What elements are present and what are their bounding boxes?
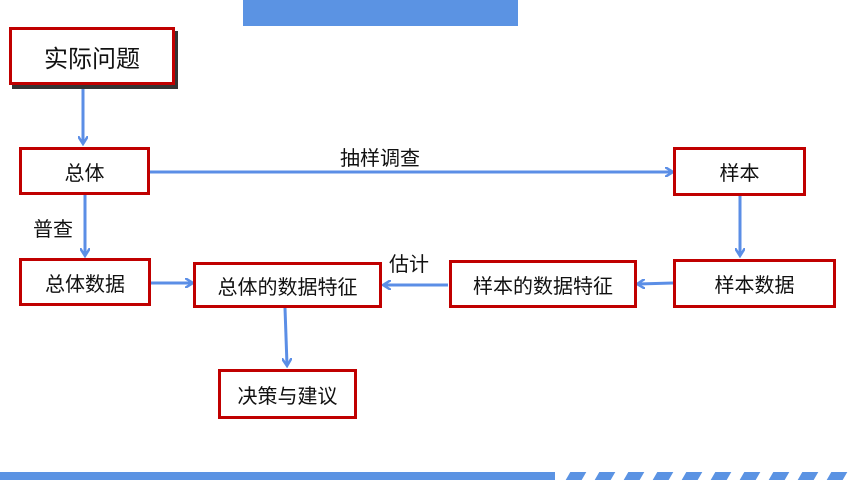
estimate-label: 估计	[389, 252, 429, 276]
population-box: 总体	[19, 147, 150, 195]
decision-box: 决策与建议	[218, 369, 357, 419]
top-accent-bar	[243, 0, 518, 26]
practical-problem-box: 实际问题	[9, 27, 175, 85]
population-data-text: 总体数据	[45, 271, 125, 296]
decision-text: 决策与建议	[237, 383, 338, 408]
practical-problem-text: 实际问题	[44, 44, 140, 73]
sample-features-box: 样本的数据特征	[449, 260, 637, 308]
arrow-features-to-decision	[285, 307, 287, 365]
sample-features-text: 样本的数据特征	[473, 273, 613, 298]
sampling-survey-label: 抽样调查	[340, 146, 420, 170]
sample-text: 样本	[719, 161, 760, 185]
bottom-accent-line	[0, 472, 555, 480]
arrow-sampdata-to-sampfeatures	[638, 283, 674, 284]
sample-box: 样本	[673, 147, 806, 196]
sample-data-box: 样本数据	[673, 259, 836, 308]
population-features-box: 总体的数据特征	[193, 262, 382, 308]
sample-data-text: 样本数据	[714, 273, 795, 297]
census-label: 普查	[33, 217, 73, 241]
population-text: 总体	[64, 160, 105, 185]
population-features-text: 总体的数据特征	[217, 274, 358, 299]
population-data-box: 总体数据	[19, 258, 151, 306]
